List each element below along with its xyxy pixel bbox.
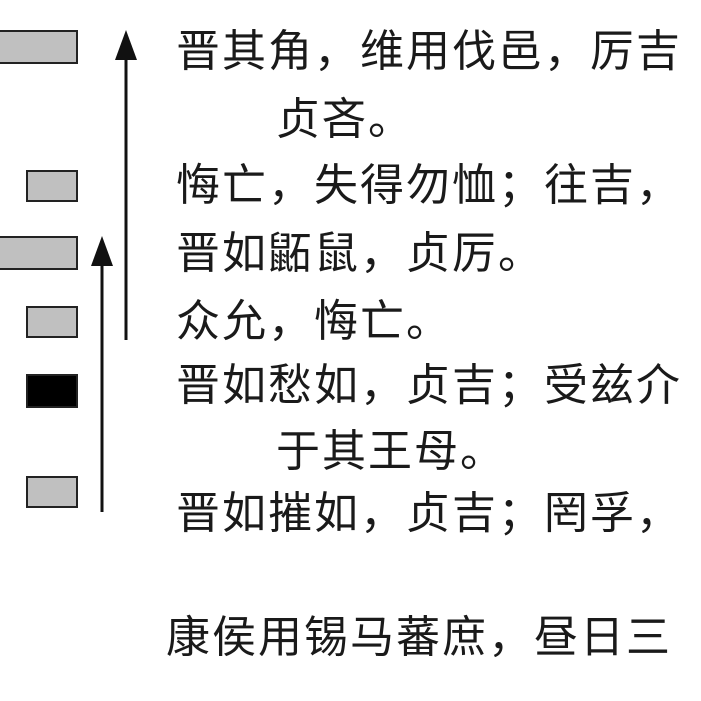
short-arrow-head bbox=[91, 236, 113, 266]
line-top-text-continuation: 贞吝。 bbox=[276, 94, 414, 145]
line-fourth-text: 晋如鼫鼠，贞厉。 bbox=[176, 228, 544, 279]
line-second-text: 晋如愁如，贞吉；受兹介 bbox=[176, 360, 682, 411]
line-fifth-text: 悔亡，失得勿恤；往吉， bbox=[176, 160, 682, 211]
line-top-text: 晋其角，维用伐邑，厉吉 bbox=[176, 26, 682, 77]
hexagram-line-top-yang bbox=[0, 30, 78, 64]
hexagram-line-first-yin bbox=[26, 476, 78, 508]
judgment-text: 康侯用锡马蕃庶，昼日三 bbox=[166, 612, 672, 663]
hexagram-line-fifth-yin bbox=[26, 170, 78, 202]
line-third-text: 众允，悔亡。 bbox=[176, 296, 452, 347]
hexagram-line-third-yin bbox=[26, 306, 78, 338]
line-second-text-continuation: 于其王母。 bbox=[276, 426, 506, 477]
hexagram-line-fourth-yang bbox=[0, 236, 78, 270]
line-first-text: 晋如摧如，贞吉；罔孚， bbox=[176, 488, 682, 539]
long-arrow-head bbox=[115, 30, 137, 60]
hexagram-line-second-yin-highlighted bbox=[26, 374, 78, 408]
